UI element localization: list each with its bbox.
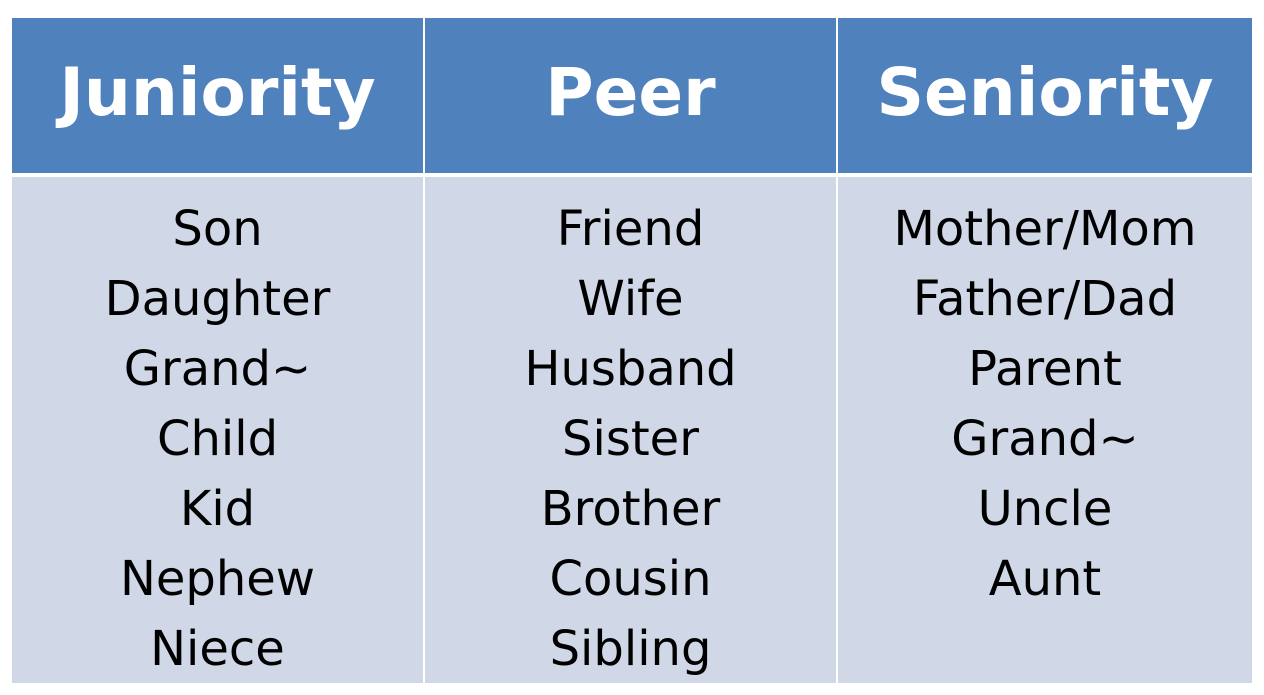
peer-column: Friend Wife Husband Sister Brother Cousi… <box>425 177 838 683</box>
header-juniority: Juniority <box>12 18 425 177</box>
term-cell: Parent <box>968 341 1122 397</box>
term-cell: Kid <box>179 481 256 537</box>
term-cell: Husband <box>524 341 737 397</box>
term-cell: Son <box>172 201 263 257</box>
term-cell: Nephew <box>119 551 316 607</box>
term-cell: Friend <box>556 201 705 257</box>
term-cell: Grand~ <box>951 411 1139 467</box>
term-cell: Aunt <box>988 551 1102 607</box>
term-cell: Brother <box>540 481 721 537</box>
term-cell: Grand~ <box>123 341 312 397</box>
term-cell: Child <box>156 411 279 467</box>
term-cell: Father/Dad <box>912 271 1178 327</box>
seniority-column: Mother/Mom Father/Dad Parent Grand~ Uncl… <box>838 177 1252 683</box>
term-cell: Sibling <box>549 621 712 677</box>
term-cell: Daughter <box>104 271 331 327</box>
term-cell: Niece <box>150 621 285 677</box>
term-cell: Cousin <box>549 551 712 607</box>
term-cell: Sister <box>562 411 699 467</box>
term-cell: Wife <box>577 271 684 327</box>
term-cell: Mother/Mom <box>893 201 1197 257</box>
kinship-table: Juniority Peer Seniority Son Daughter Gr… <box>12 18 1252 683</box>
header-peer: Peer <box>425 18 838 177</box>
juniority-column: Son Daughter Grand~ Child Kid Nephew Nie… <box>12 177 425 683</box>
term-cell: Uncle <box>977 481 1113 537</box>
header-seniority: Seniority <box>838 18 1252 177</box>
